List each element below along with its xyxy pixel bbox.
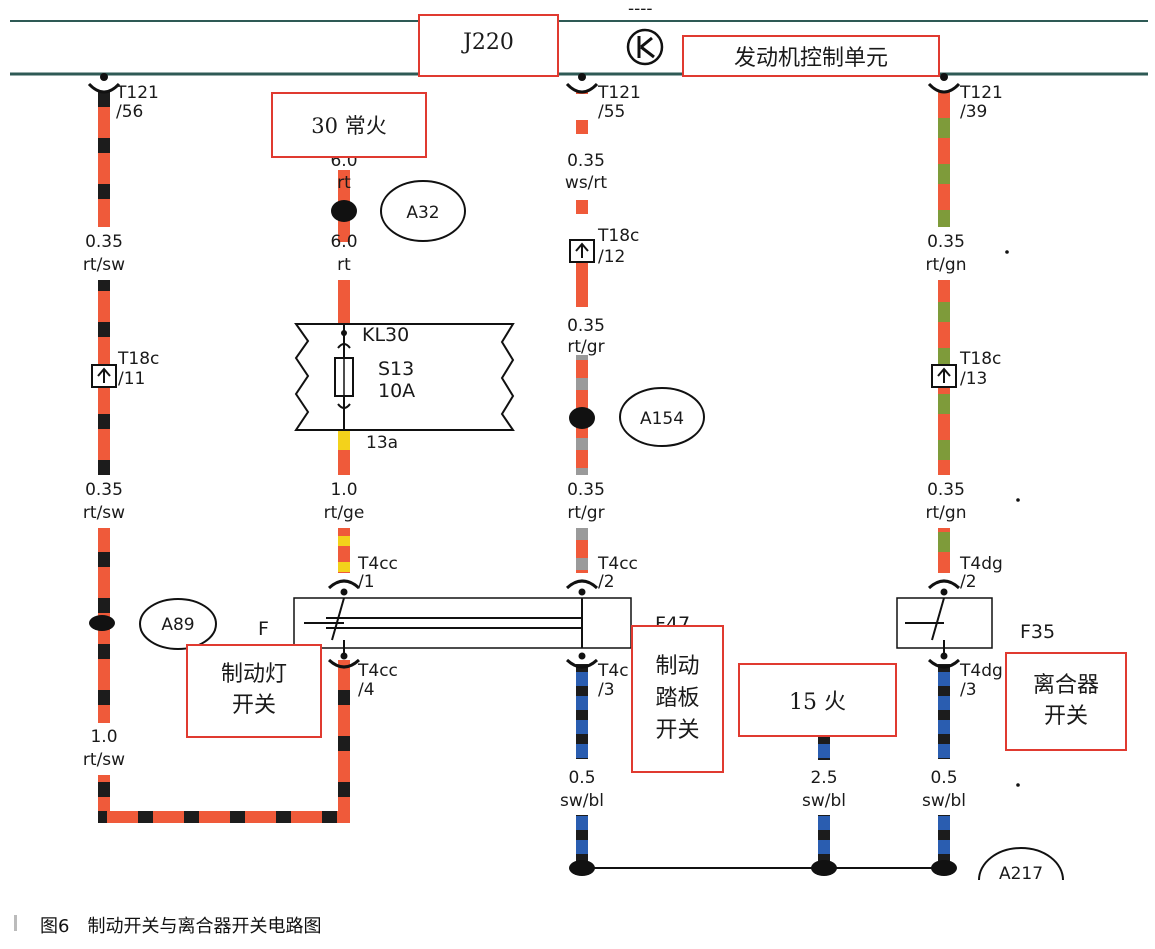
w2-color-b: rt/ge (324, 503, 365, 523)
ecu-symbol-icon (626, 28, 664, 66)
w3-color-b: rt/gr (567, 337, 604, 357)
w5-color-b: rt/gn (926, 503, 967, 523)
w1-spec-b: 0.35 (85, 480, 123, 500)
w5-pin-top: T121 (959, 83, 1003, 103)
module-name-box: 发动机控制单元 (682, 35, 940, 77)
w2-sw-out: T4cc (357, 661, 398, 681)
w1-conn: T18c (117, 349, 159, 369)
brake-light-switch-line2: 开关 (231, 693, 276, 718)
fuse-rating: 10A (378, 380, 415, 402)
caption-marker (14, 915, 17, 931)
brake-pedal-switch-line3: 开关 (655, 717, 700, 743)
w2-color-a: rt (337, 255, 351, 275)
w5-conn-no: /13 (960, 369, 987, 389)
module-name: 发动机控制单元 (733, 46, 888, 71)
w3-conn-no: /12 (598, 247, 625, 267)
w2-color-top: rt (337, 173, 351, 193)
w5-spec-b: 0.35 (927, 480, 965, 500)
fuse-output: 13a (366, 433, 398, 453)
node-a89: A89 (161, 615, 194, 635)
brake-light-switch-box: 制动灯 开关 (186, 644, 322, 738)
clutch-switch-line1: 离合器 (1032, 672, 1099, 698)
w5-conn: T18c (959, 349, 1001, 369)
w3-spec-b: 0.35 (567, 316, 605, 336)
w3-sw-out: T4c (597, 661, 629, 681)
w3-pin-top: T121 (597, 83, 641, 103)
w5-color-a: rt/gn (926, 255, 967, 275)
fuse-terminal: KL30 (362, 324, 409, 346)
clutch-switch-line2: 开关 (1043, 703, 1088, 729)
w1-pin-top: T121 (115, 83, 159, 103)
clutch-switch-box: 离合器 开关 (1005, 652, 1127, 751)
module-code-box: J220 (418, 14, 559, 77)
figure-caption: 图6 制动开关与离合器开关电路图 (40, 916, 322, 937)
node-a217: A217 (999, 864, 1043, 884)
w5-spec-d: 0.5 (930, 768, 957, 788)
node-a154: A154 (640, 409, 684, 429)
w2-sw-in: T4cc (357, 554, 398, 574)
power-15-box: 15 火 (738, 663, 897, 737)
brake-pedal-switch-line1: 制动 (655, 654, 700, 680)
w5-spec-a: 0.35 (927, 232, 965, 252)
power-30-label: 30 常火 (311, 114, 387, 138)
w1-color-b: rt/sw (83, 503, 125, 523)
w3-sw-out-no: /3 (598, 680, 615, 700)
w1-color-a: rt/sw (83, 255, 125, 275)
node-a32: A32 (406, 203, 439, 223)
w2-sw-in-no: /1 (358, 572, 375, 592)
w3-spec-a: 0.35 (567, 151, 605, 171)
wire-4 (818, 736, 830, 870)
power-30-box: 30 常火 (271, 92, 427, 158)
switch-f-f47-box (293, 597, 632, 656)
wire-5 (896, 73, 1020, 870)
wire-1 (87, 73, 350, 823)
w5-sw-in-no: /2 (960, 572, 977, 592)
w3-color-d: sw/bl (560, 791, 604, 811)
w2-sw-out-no: /4 (358, 680, 375, 700)
switch-f-label: F (258, 618, 269, 640)
w5-color-d: sw/bl (922, 791, 966, 811)
w3-sw-in-no: /2 (598, 572, 615, 592)
brake-light-switch-line1: 制动灯 (220, 662, 287, 688)
wire-2 (294, 170, 515, 823)
w5-pin-top-no: /39 (960, 102, 987, 122)
w5-sw-out-no: /3 (960, 680, 977, 700)
w1-pin-top-no: /56 (116, 102, 143, 122)
brake-pedal-switch-box: 制动 踏板 开关 (631, 625, 724, 773)
circuit-diagram: ---- T121 /56 0.35 rt/sw T18c /11 0.35 r… (10, 0, 1148, 884)
module-code: J220 (463, 30, 514, 55)
ground-bus (569, 847, 1064, 881)
w4-spec: 2.5 (810, 768, 837, 788)
fuse-id: S13 (378, 358, 414, 380)
w2-spec-a: 6.0 (330, 232, 357, 252)
w3-color-c: rt/gr (567, 503, 604, 523)
switch-f35-label: F35 (1020, 621, 1055, 643)
power-15-label: 15 火 (789, 690, 846, 715)
w3-color-a: ws/rt (565, 173, 607, 193)
w1-conn-no: /11 (118, 369, 145, 389)
w3-pin-top-no: /55 (598, 102, 625, 122)
w1-color-c: rt/sw (83, 750, 125, 770)
w3-spec-d: 0.5 (568, 768, 595, 788)
w2-spec-b: 1.0 (330, 480, 357, 500)
w3-conn: T18c (597, 226, 639, 246)
w4-color: sw/bl (802, 791, 846, 811)
w1-spec-c: 1.0 (90, 727, 117, 747)
dash-mark: ---- (628, 0, 653, 19)
w5-sw-in: T4dg (959, 554, 1003, 574)
w3-sw-in: T4cc (597, 554, 638, 574)
w3-spec-c: 0.35 (567, 480, 605, 500)
w1-spec-a: 0.35 (85, 232, 123, 252)
wire-3 (565, 73, 705, 870)
brake-pedal-switch-line2: 踏板 (655, 686, 700, 712)
w5-sw-out: T4dg (959, 661, 1003, 681)
